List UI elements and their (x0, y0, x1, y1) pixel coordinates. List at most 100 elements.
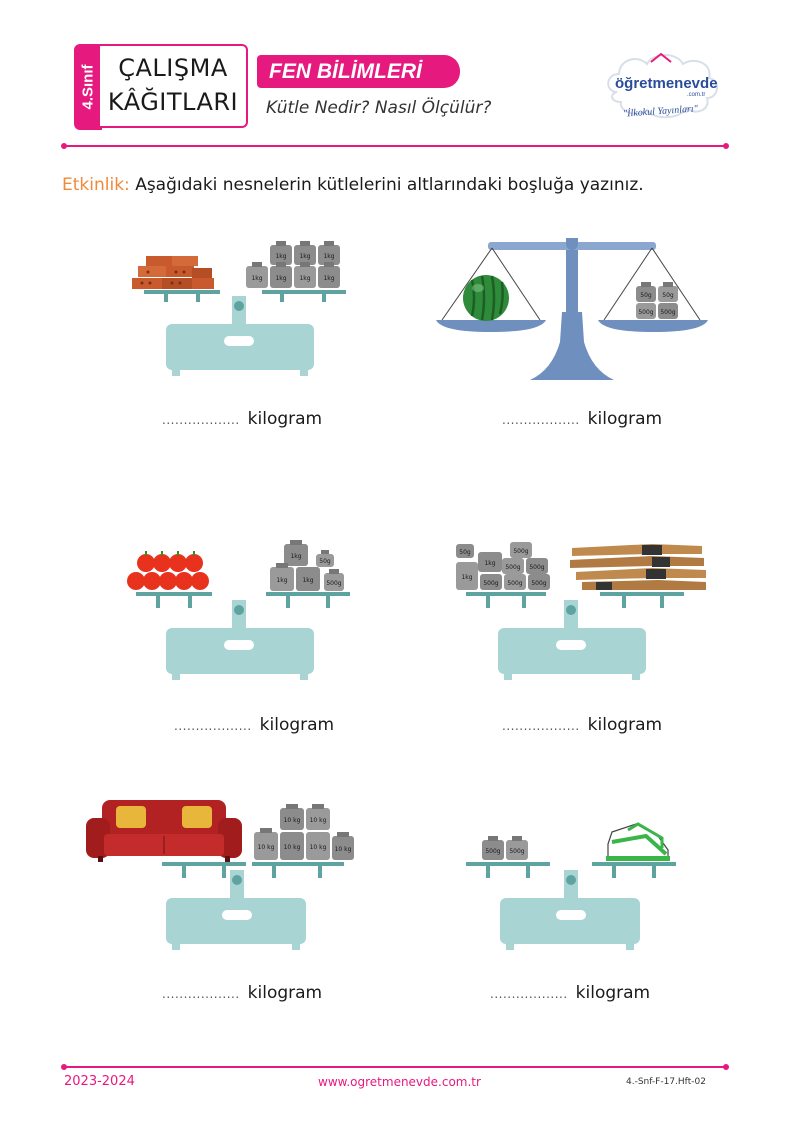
item-6-answer: ..................kilogram (490, 983, 650, 1003)
title-line-2: KÂĞITLARI (107, 88, 239, 116)
sofa-object (86, 800, 242, 862)
weight: 10 kg (306, 832, 330, 860)
weight: 500g (528, 574, 550, 590)
svg-text:10 kg: 10 kg (284, 817, 301, 824)
weight: 1kg (456, 562, 478, 590)
svg-text:1kg: 1kg (461, 574, 472, 581)
weights-stack: 50g 50g 500g 500g (636, 282, 678, 319)
svg-text:1kg: 1kg (323, 253, 334, 260)
svg-text:1kg: 1kg (302, 577, 313, 584)
weight: 1kg (478, 552, 502, 572)
svg-text:10 kg: 10 kg (258, 844, 275, 851)
svg-text:50g: 50g (319, 558, 331, 565)
apples-object (127, 551, 209, 590)
right-pan (252, 862, 344, 866)
footer-year: 2023-2024 (64, 1074, 135, 1089)
scale-display (556, 640, 586, 650)
svg-text:1kg: 1kg (251, 275, 262, 282)
item-2-answer: .................. kilogram (502, 409, 662, 429)
answer-blank[interactable]: .................. (502, 413, 580, 427)
weights-stack: 500g 500g (482, 836, 528, 860)
svg-text:500g: 500g (505, 564, 520, 571)
item-3-scale-illustration: 1kg 50g 1kg 1kg 500g (127, 540, 350, 680)
answer-blank[interactable]: .................. (502, 719, 580, 733)
svg-text:500g: 500g (660, 309, 675, 316)
baseball-bats-object (570, 544, 706, 590)
left-pan (144, 290, 220, 294)
item-5-scale-illustration: 10 kg 10 kg 10 kg 10 kg 10 kg 10 kg (86, 800, 354, 950)
logo-domain: .com.tr (687, 92, 705, 98)
scale-body (498, 628, 646, 674)
grade-tab: 4.Sınıf (74, 44, 102, 130)
svg-text:500g: 500g (507, 580, 522, 587)
title-line-1: ÇALIŞMA (118, 54, 228, 82)
item-1-answer: ..................kilogram (162, 409, 322, 429)
sneakers-object (606, 822, 670, 861)
weight: 10 kg (280, 832, 304, 860)
weight: 1kg (294, 262, 316, 288)
item-4-scale-illustration: 50g 500g 1kg 500g 500g 1kg 500g 500g 500… (456, 542, 706, 680)
unit-label: kilogram (587, 715, 663, 735)
left-pan (436, 320, 546, 332)
answer-blank[interactable]: .................. (490, 987, 568, 1001)
scale-body (166, 628, 314, 674)
scale-display (556, 910, 586, 920)
unit-label: kilogram (587, 409, 663, 429)
item-6-scale-illustration: 500g 500g (466, 822, 676, 950)
weight: 500g (506, 836, 528, 860)
svg-text:10 kg: 10 kg (284, 844, 301, 851)
balance-stand (530, 312, 614, 380)
weight: 50g (658, 282, 678, 302)
unit-label: kilogram (247, 983, 323, 1003)
svg-text:500g: 500g (509, 848, 524, 855)
svg-text:500g: 500g (483, 580, 498, 587)
weight: 1kg (294, 241, 316, 265)
weight: 500g (510, 542, 532, 558)
right-pan (592, 862, 676, 866)
weight: 500g (482, 836, 504, 860)
weight: 500g (324, 569, 344, 591)
weight: 50g (636, 282, 656, 302)
svg-text:10 kg: 10 kg (310, 817, 327, 824)
topic-subtitle: Kütle Nedir? Nasıl Ölçülür? (266, 98, 492, 118)
svg-text:1kg: 1kg (275, 275, 286, 282)
weight: 50g (316, 550, 334, 567)
svg-text:500g: 500g (529, 564, 544, 571)
weight: 10 kg (332, 832, 354, 860)
weight: 1kg (318, 241, 340, 265)
svg-text:500g: 500g (485, 848, 500, 855)
weight: 10 kg (280, 804, 304, 830)
svg-text:1kg: 1kg (290, 553, 301, 560)
footer-website[interactable]: www.ogretmenevde.com.tr (318, 1075, 481, 1089)
answer-blank[interactable]: .................. (174, 719, 252, 733)
weight: 1kg (270, 262, 292, 288)
scale-display (222, 910, 252, 920)
left-pan (136, 592, 212, 596)
svg-text:10 kg: 10 kg (335, 846, 352, 853)
answer-blank[interactable]: .................. (162, 987, 240, 1001)
left-pan (466, 862, 550, 866)
answer-blank[interactable]: .................. (162, 413, 240, 427)
footer-dot-right (723, 1064, 729, 1070)
weight: 500g (636, 303, 656, 319)
left-pan (162, 862, 246, 866)
left-pan (466, 592, 546, 596)
unit-label: kilogram (259, 715, 335, 735)
instruction-label: Etkinlik: (62, 175, 130, 195)
svg-text:1kg: 1kg (323, 275, 334, 282)
scale-display (224, 336, 254, 346)
item-1-scale-illustration: 1kg 1kg 1kg 1kg 1kg 1kg 1kg (132, 241, 346, 376)
weight: 500g (526, 558, 548, 574)
watermelon-object (463, 275, 509, 321)
svg-text:500g: 500g (513, 548, 528, 555)
item-5-answer: .................. kilogram (162, 983, 322, 1003)
weight: 10 kg (306, 804, 330, 830)
subject-badge: FEN BİLİMLERİ (257, 55, 460, 88)
logo-wordmark: öğretmenevde (615, 75, 718, 92)
weights-stack: 10 kg 10 kg 10 kg 10 kg 10 kg 10 kg (254, 804, 354, 860)
weight: 1kg (296, 567, 320, 591)
footer-rule (64, 1066, 726, 1068)
item-2-balance-illustration: 50g 50g 500g 500g (436, 238, 708, 380)
weights-stack: 1kg 1kg 1kg 1kg 1kg 1kg 1kg (246, 241, 340, 288)
weight: 10 kg (254, 828, 278, 860)
